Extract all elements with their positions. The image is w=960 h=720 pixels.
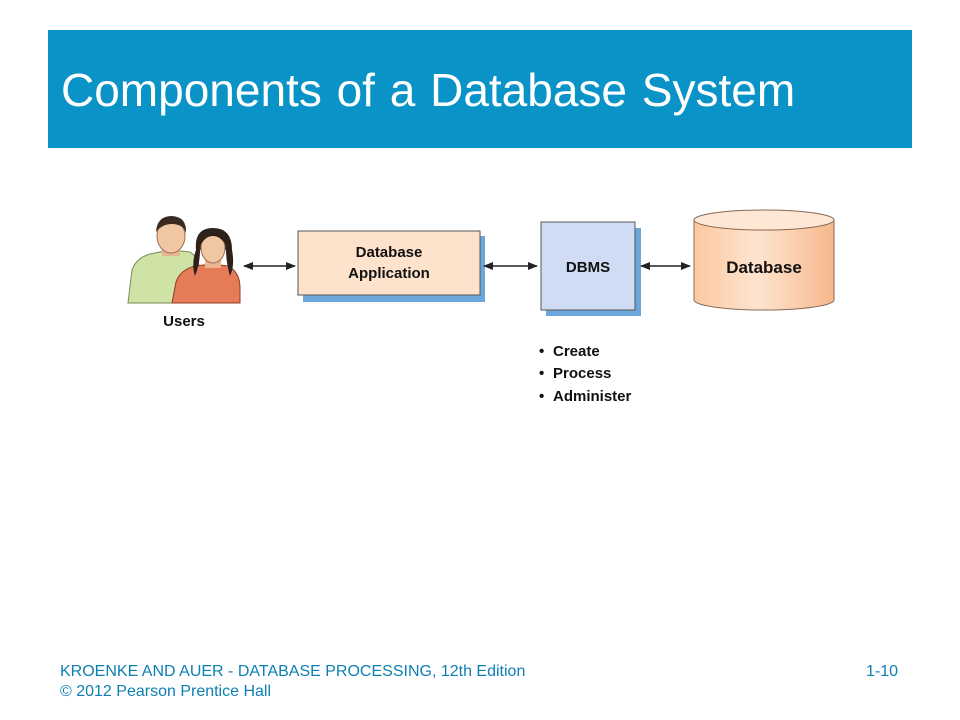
dbms-function-bullet: • (539, 343, 544, 360)
database-application-box: Database Application (297, 230, 485, 302)
database-cylinder-icon: Database (693, 209, 835, 311)
title-bar: Components of a Database System (48, 30, 912, 148)
users-label: Users (163, 313, 205, 330)
dbms-box: DBMS (540, 221, 641, 316)
footer: KROENKE AND AUER - DATABASE PROCESSING, … (60, 662, 525, 702)
database-application-label-line2: Application (348, 265, 430, 282)
slide-title: Components of a Database System (61, 64, 796, 116)
dbms-function-process: Process (553, 365, 611, 382)
page-number: 1-10 (866, 663, 899, 680)
dbms-functions-list: • Create • Process • Administer (539, 343, 632, 405)
dbms-function-bullet: • (539, 388, 544, 405)
footer-copyright: © 2012 Pearson Prentice Hall (60, 683, 272, 700)
dbms-label: DBMS (566, 259, 610, 276)
dbms-function-bullet: • (539, 365, 544, 382)
dbms-function-administer: Administer (553, 388, 632, 405)
users-icon (127, 216, 241, 304)
database-label: Database (726, 258, 802, 277)
dbms-function-create: Create (553, 343, 600, 360)
database-application-label-line1: Database (356, 244, 423, 261)
footer-book-title: KROENKE AND AUER - DATABASE PROCESSING, … (60, 663, 526, 680)
